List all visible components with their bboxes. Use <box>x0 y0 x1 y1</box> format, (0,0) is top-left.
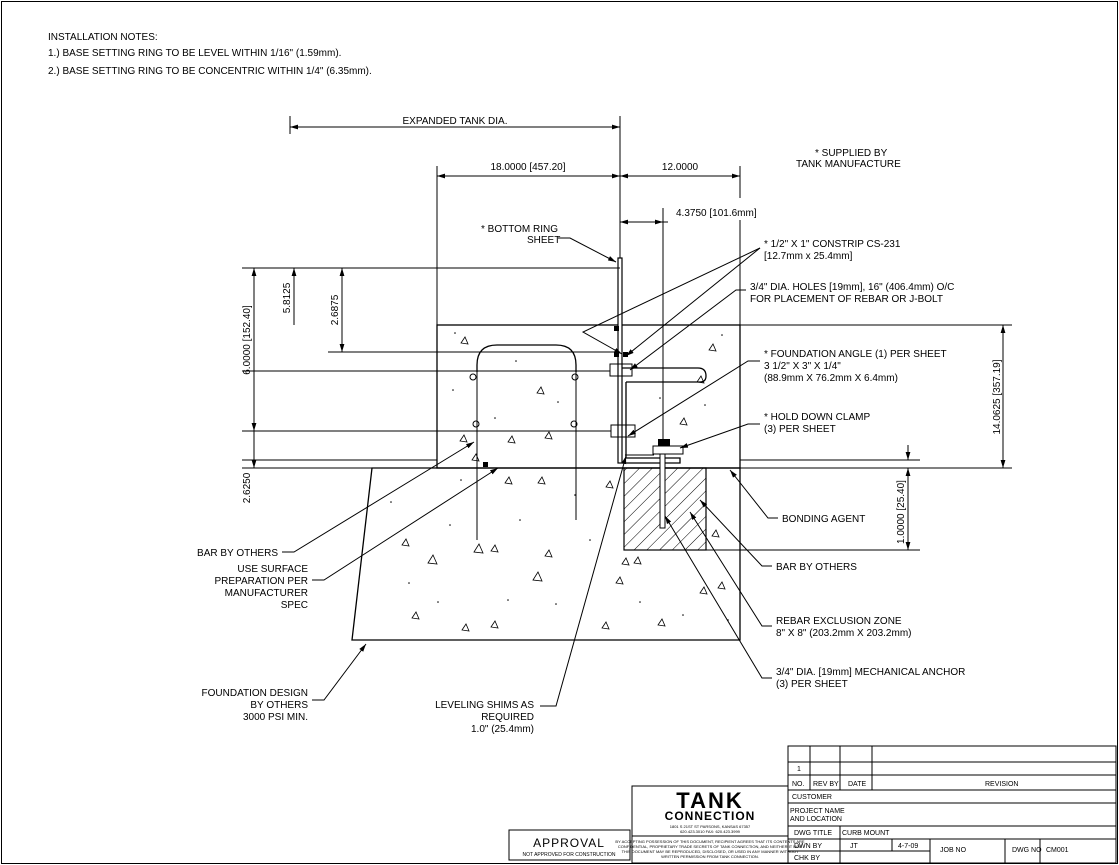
disclaimer-4: WRITTEN PERMISSION FROM TANK CONNECTION. <box>661 854 759 859</box>
dwn-by: JT <box>850 843 859 850</box>
dim-expanded-tank-dia: EXPANDED TANK DIA. <box>402 116 507 127</box>
callout-clamp-1: * HOLD DOWN CLAMP <box>764 412 870 423</box>
aggregate-marks <box>401 336 726 632</box>
rev-hdr-rev-by: REV BY <box>813 781 839 788</box>
rebar-dot <box>469 373 477 381</box>
sheet-marker <box>614 352 619 357</box>
curb-outline <box>436 324 741 469</box>
callout-angle-2: 3 1/2" X 3" X 1/4" <box>764 361 841 372</box>
dwn-by-label: DWN BY <box>794 843 822 850</box>
callout-bar-right: BAR BY OTHERS <box>776 562 857 573</box>
callout-anchor-2: (3) PER SHEET <box>776 679 848 690</box>
callout-bonding: BONDING AGENT <box>782 514 865 525</box>
constrip <box>609 363 633 377</box>
bolt-connection <box>610 424 636 438</box>
callout-shims-1: LEVELING SHIMS AS <box>435 700 534 711</box>
callout-surface-4: SPEC <box>281 600 308 611</box>
rev-hdr-date: DATE <box>848 781 866 788</box>
notes-line-2: 2.) BASE SETTING RING TO BE CONCENTRIC W… <box>48 66 372 77</box>
concrete-foundation <box>351 324 741 641</box>
dwg-title: CURB MOUNT <box>842 830 890 837</box>
callout-foundation-2: BY OTHERS <box>250 700 308 711</box>
dimensions: EXPANDED TANK DIA. 18.0000 [457.20] 12.0… <box>242 116 1012 551</box>
callout-angle-3: (88.9mm X 76.2mm X 6.4mm) <box>764 373 898 384</box>
job-no-label: JOB NO <box>940 847 967 854</box>
callout-foundation-1: FOUNDATION DESIGN <box>202 688 308 699</box>
chk-by-label: CHK BY <box>794 855 820 862</box>
dim-58125: 5.8125 <box>282 282 293 313</box>
callout-clamp-2: (3) PER SHEET <box>764 424 836 435</box>
logo-tank: TANK <box>676 788 743 813</box>
logo-connection: CONNECTION <box>665 809 756 823</box>
rev-hdr-revision: REVISION <box>985 781 1018 788</box>
foundation-angle-vertical <box>622 382 681 464</box>
dim-6: 6.0000 [152.40] <box>242 305 253 375</box>
customer-label: CUSTOMER <box>792 794 832 801</box>
callout-anchor-1: 3/4" DIA. [19mm] MECHANICAL ANCHOR <box>776 667 965 678</box>
dim-4375: 4.3750 [101.6mm] <box>676 208 757 219</box>
disclaimer-3: THIS DOCUMENT MAY BE REPRODUCED, DISCLOS… <box>622 849 799 854</box>
notes-line-1: 1.) BASE SETTING RING TO BE LEVEL WITHIN… <box>48 48 341 59</box>
dim-2625: 2.6250 <box>242 472 253 503</box>
approval-label: APPROVAL <box>533 836 605 850</box>
title-block: 1 NO. REV BY DATE REVISION CUSTOMER PROJ… <box>508 745 1117 864</box>
rev-hdr-no: NO. <box>792 781 805 788</box>
callout-rebar-1: REBAR EXCLUSION ZONE <box>776 616 902 627</box>
logo-box <box>631 785 789 864</box>
project-label-2: AND LOCATION <box>790 816 842 823</box>
project-label-1: PROJECT NAME <box>790 808 845 815</box>
approval-box <box>508 829 631 861</box>
installation-notes: INSTALLATION NOTES: 1.) BASE SETTING RIN… <box>48 32 372 77</box>
disclaimer-1: BY ACCEPTING POSSESSION OF THIS DOCUMENT… <box>615 839 804 844</box>
dim-26875: 2.6875 <box>330 294 341 325</box>
rebar-dot <box>571 373 579 381</box>
dim-18: 18.0000 [457.20] <box>490 162 565 173</box>
callout-shims-2: REQUIRED <box>481 712 534 723</box>
callout-surface-2: PREPARATION PER <box>214 576 308 587</box>
callout-surface-3: MANUFACTURER <box>225 588 308 599</box>
drawing-date: 4-7-09 <box>898 843 918 850</box>
callout-angle-1: * FOUNDATION ANGLE (1) PER SHEET <box>764 349 947 360</box>
callouts: * SUPPLIED BY TANK MANUFACTURE * BOTTOM … <box>197 148 965 735</box>
callout-bottom-ring-2: SHEET <box>527 235 560 246</box>
aggregate-dots <box>390 332 729 621</box>
callout-constrip-1: * 1/2" X 1" CONSTRIP CS-231 <box>764 239 901 250</box>
dim-12: 12.0000 <box>662 162 699 173</box>
callout-bottom-ring-1: * BOTTOM RING <box>481 224 558 235</box>
notes-heading: INSTALLATION NOTES: <box>48 32 158 43</box>
callout-holes-1: 3/4" DIA. HOLES [19mm], 16" (406.4mm) O/… <box>750 282 954 293</box>
dim-14: 14.0625 [357.19] <box>992 359 1003 434</box>
callout-bar-left: BAR BY OTHERS <box>197 548 278 559</box>
logo-phone: 620.423.3010 FAX: 620.423.3999 <box>680 829 741 834</box>
callout-supplied-2: TANK MANUFACTURE <box>796 159 901 170</box>
bottom-ring-sheet <box>617 257 623 464</box>
callout-rebar-2: 8" X 8" (203.2mm X 203.2mm) <box>776 628 911 639</box>
hold-down-clamp <box>652 445 684 455</box>
dwg-no-label: DWG NO <box>1012 847 1042 854</box>
rev-number: 1 <box>797 766 801 773</box>
sheet-marker <box>614 326 619 331</box>
surface-marker <box>483 462 488 467</box>
callout-surface-1: USE SURFACE <box>237 564 308 575</box>
rebar-hoop <box>476 344 577 372</box>
anchor-nut <box>658 439 670 446</box>
disclaimer-2: CONFIDENTIAL, PROPRIETARY TRADE SECRETS … <box>618 844 802 849</box>
sheet-marker <box>623 352 628 357</box>
approval-sublabel: NOT APPROVED FOR CONSTRUCTION <box>523 852 616 858</box>
dim-1: 1.0000 [25.40] <box>896 480 907 544</box>
callout-constrip-2: [12.7mm x 25.4mm] <box>764 251 853 262</box>
mechanical-anchor <box>659 453 666 529</box>
rebar-dot <box>472 420 480 428</box>
foundation-angle-leg <box>622 367 707 383</box>
dwg-title-label: DWG TITLE <box>794 830 832 837</box>
callout-supplied-1: * SUPPLIED BY <box>815 148 888 159</box>
rebar-dot <box>570 420 578 428</box>
dwg-no: CM001 <box>1046 847 1069 854</box>
callout-shims-3: 1.0" (25.4mm) <box>471 724 534 735</box>
callout-foundation-3: 3000 PSI MIN. <box>243 712 308 723</box>
logo-address: 1801 S 21ST ST PARSONS, KANSAS 67357 <box>670 824 751 829</box>
callout-holes-2: FOR PLACEMENT OF REBAR OR J-BOLT <box>750 294 943 305</box>
